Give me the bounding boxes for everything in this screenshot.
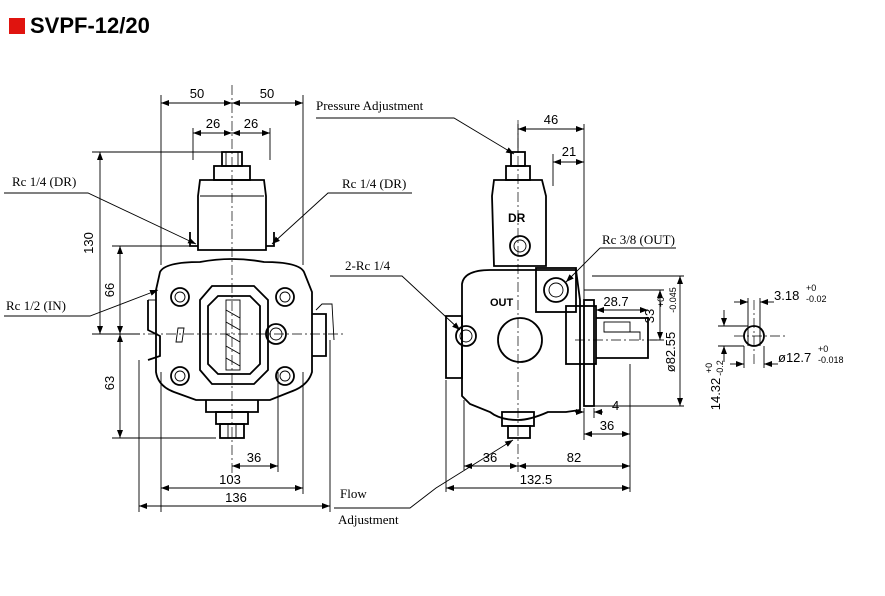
out-mark: OUT bbox=[490, 297, 514, 309]
dim-82: 82 bbox=[567, 450, 581, 465]
dim-63: 63 bbox=[102, 376, 117, 390]
dim-28-7: 28.7 bbox=[603, 294, 628, 309]
dim-130: 130 bbox=[81, 232, 96, 254]
dr-mark: DR bbox=[508, 211, 526, 225]
dim-36-side-l: 36 bbox=[483, 450, 497, 465]
side-view: DR OUT 46 21 28.7 33 bbox=[316, 98, 684, 527]
dim-132-5: 132.5 bbox=[520, 472, 553, 487]
dim-14-32-tol-dn: -0.2 bbox=[715, 360, 725, 376]
label-adjustment: Adjustment bbox=[338, 512, 399, 527]
title-marker bbox=[9, 18, 25, 34]
dim-82-55-tol-dn: -0.045 bbox=[668, 287, 678, 313]
dim-21: 21 bbox=[562, 144, 576, 159]
dim-14-32-tol-up: +0 bbox=[704, 363, 714, 373]
dim-103: 103 bbox=[219, 472, 241, 487]
dim-26-right: 26 bbox=[244, 116, 258, 131]
dim-12-7-tol-dn: -0.018 bbox=[818, 355, 844, 365]
label-rc38-out: Rc 3/8 (OUT) bbox=[602, 232, 675, 247]
label-2-rc14: 2-Rc 1/4 bbox=[345, 258, 391, 273]
title-text: SVPF-12/20 bbox=[30, 13, 150, 38]
label-rc12-in: Rc 1/2 (IN) bbox=[6, 298, 66, 313]
dim-66: 66 bbox=[102, 283, 117, 297]
dim-136: 136 bbox=[225, 490, 247, 505]
dim-12-7-tol-up: +0 bbox=[818, 344, 828, 354]
dim-46: 46 bbox=[544, 112, 558, 127]
dim-82-55-tol-up: +0 bbox=[656, 297, 666, 307]
dim-3-18-tol-up: +0 bbox=[806, 283, 816, 293]
dim-36-front: 36 bbox=[247, 450, 261, 465]
dim-26-left: 26 bbox=[206, 116, 220, 131]
dim-82-55-value: ø82.55 bbox=[663, 332, 678, 372]
dim-3-18: 3.18 bbox=[774, 288, 799, 303]
label-rc14-dr-left: Rc 1/4 (DR) bbox=[12, 174, 76, 189]
dim-3-18-tol-dn: -0.02 bbox=[806, 294, 827, 304]
page-title: SVPF-12/20 bbox=[9, 12, 150, 40]
dim-50-left: 50 bbox=[190, 86, 204, 101]
dim-12-7: ø12.7 bbox=[778, 350, 811, 365]
shaft-detail: 3.18 +0 -0.02 ø12.7 +0 -0.018 14.32 +0 -… bbox=[704, 283, 844, 410]
dim-33: 33 bbox=[642, 309, 657, 323]
front-view: 130 66 63 36 103 136 50 50 26 26 Rc 1/4 … bbox=[4, 85, 412, 512]
dim-4: 4 bbox=[612, 398, 619, 413]
dim-14-32: 14.32 bbox=[708, 378, 723, 411]
label-rc14-dr-mid: Rc 1/4 (DR) bbox=[342, 176, 406, 191]
label-flow: Flow bbox=[340, 486, 367, 501]
dim-82-55: ø82.55 bbox=[663, 332, 678, 372]
label-pressure-adjustment: Pressure Adjustment bbox=[316, 98, 424, 113]
dim-50-right: 50 bbox=[260, 86, 274, 101]
dim-36-side-r: 36 bbox=[600, 418, 614, 433]
